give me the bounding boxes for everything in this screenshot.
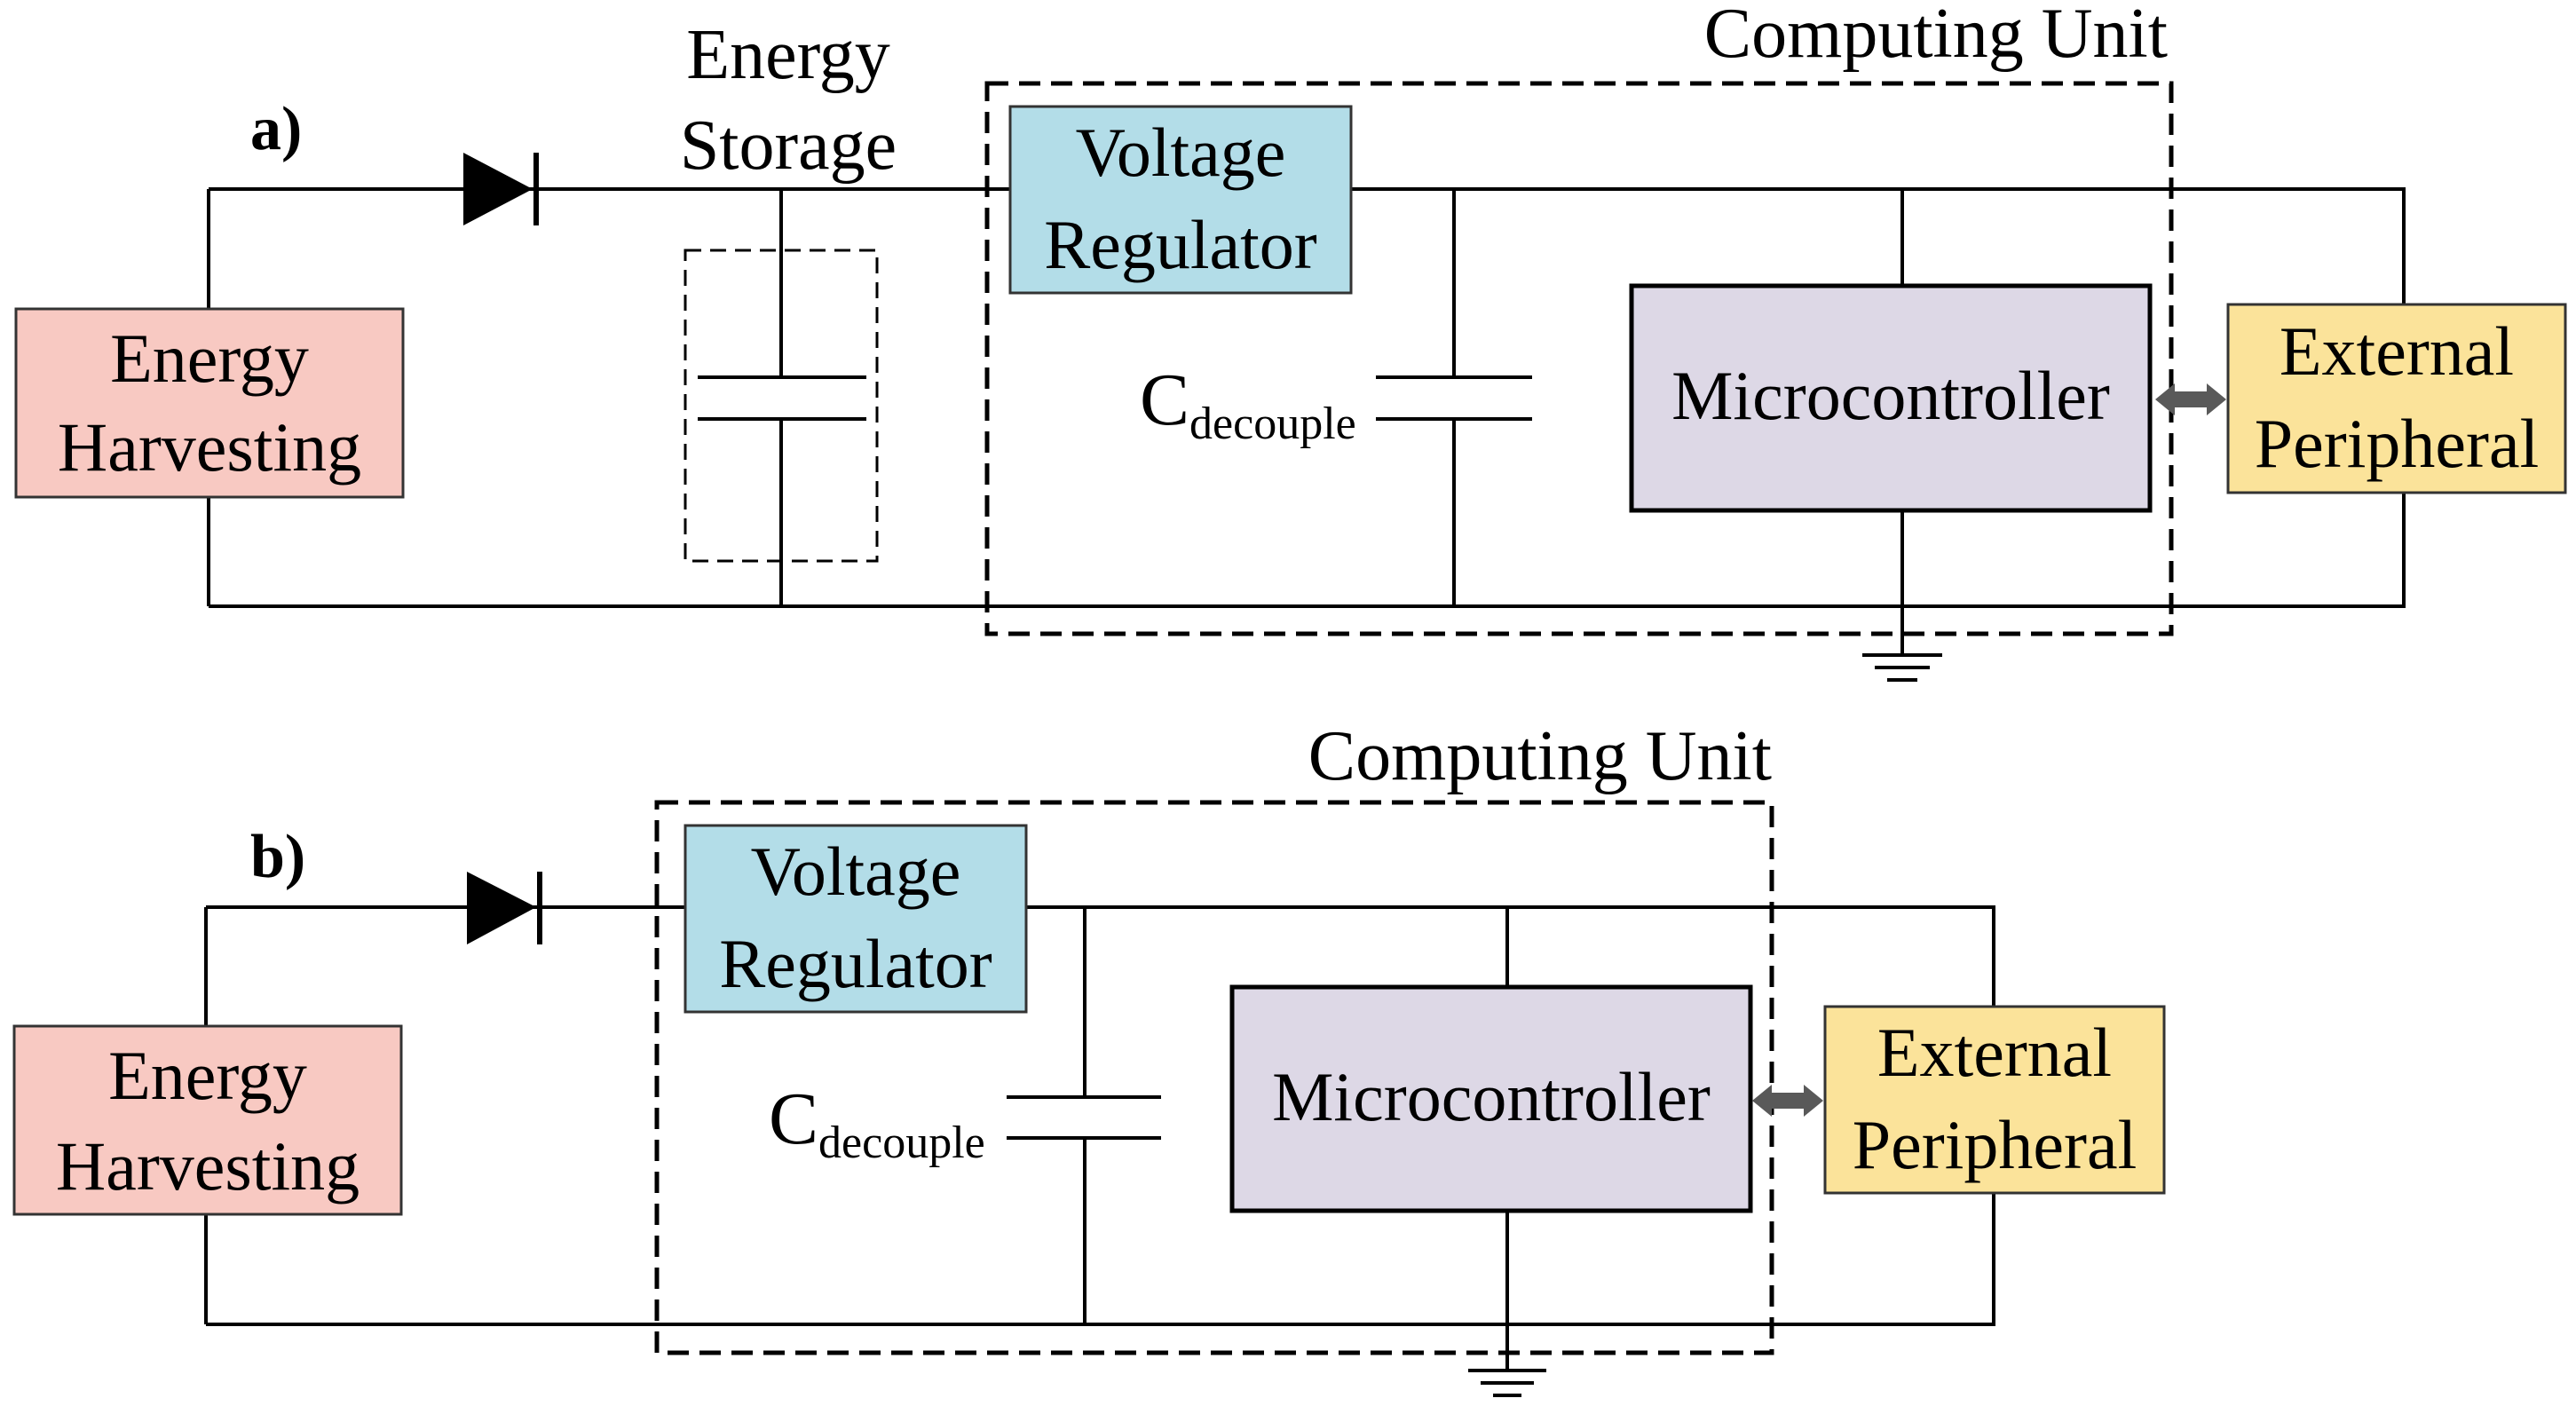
- panel-a: a) Computing Unit Energy Storage: [14, 0, 2567, 682]
- ground-icon: [1862, 653, 1942, 682]
- svg-text:Regulator: Regulator: [1044, 206, 1317, 283]
- capacitor-icon: [698, 375, 866, 421]
- computing-unit-label-a: Computing Unit: [1704, 0, 2168, 73]
- svg-text:Voltage: Voltage: [751, 833, 961, 910]
- panel-a-label: a): [250, 95, 302, 163]
- external-peripheral-block-a: External Peripheral: [2226, 303, 2567, 494]
- ground-icon: [1468, 1369, 1546, 1397]
- double-arrow-icon: [2155, 383, 2226, 415]
- wires-b: [204, 905, 1995, 1371]
- svg-text:External: External: [2280, 312, 2514, 390]
- wires-a: [207, 187, 2406, 655]
- energy-harvesting-block-a: Energy Harvesting: [14, 307, 405, 499]
- svg-text:Microcontroller: Microcontroller: [1272, 1058, 1711, 1135]
- computing-unit-boundary-a: [984, 81, 2174, 636]
- energy-storage-label-line2: Storage: [680, 107, 897, 185]
- svg-text:Peripheral: Peripheral: [2255, 405, 2540, 482]
- capacitor-icon: [1007, 1095, 1161, 1140]
- energy-harvesting-block-b: Energy Harvesting: [12, 1024, 403, 1216]
- svg-text:Voltage: Voltage: [1076, 114, 1286, 191]
- external-peripheral-block-b: External Peripheral: [1823, 1005, 2166, 1195]
- svg-text:External: External: [1877, 1014, 2112, 1091]
- panel-b: b) Computing Unit: [12, 717, 2166, 1397]
- capacitor-label-b: Cdecouple: [769, 1078, 985, 1168]
- capacitor-label-a: Cdecouple: [1140, 359, 1356, 449]
- svg-text:Energy: Energy: [108, 1037, 307, 1114]
- computing-unit-boundary-b: [654, 800, 1774, 1355]
- double-arrow-icon: [1752, 1085, 1823, 1117]
- voltage-regulator-block-a: Voltage Regulator: [1008, 105, 1353, 295]
- svg-text:Regulator: Regulator: [719, 925, 992, 1002]
- energy-storage-boundary: [684, 249, 879, 563]
- microcontroller-block-b: Microcontroller: [1229, 984, 1753, 1213]
- svg-text:Harvesting: Harvesting: [58, 408, 361, 486]
- svg-text:Peripheral: Peripheral: [1853, 1106, 2137, 1183]
- panel-b-label: b): [250, 823, 305, 891]
- voltage-regulator-block-b: Voltage Regulator: [684, 824, 1028, 1014]
- microcontroller-block-a: Microcontroller: [1629, 283, 2153, 513]
- energy-storage-label-line1: Energy: [686, 16, 890, 94]
- svg-text:Harvesting: Harvesting: [56, 1127, 360, 1205]
- svg-text:Microcontroller: Microcontroller: [1671, 357, 2110, 434]
- diode-icon: [467, 872, 542, 944]
- computing-unit-label-b: Computing Unit: [1308, 717, 1772, 795]
- capacitor-icon: [1376, 375, 1532, 421]
- svg-text:Energy: Energy: [110, 320, 309, 397]
- diode-icon: [463, 153, 539, 225]
